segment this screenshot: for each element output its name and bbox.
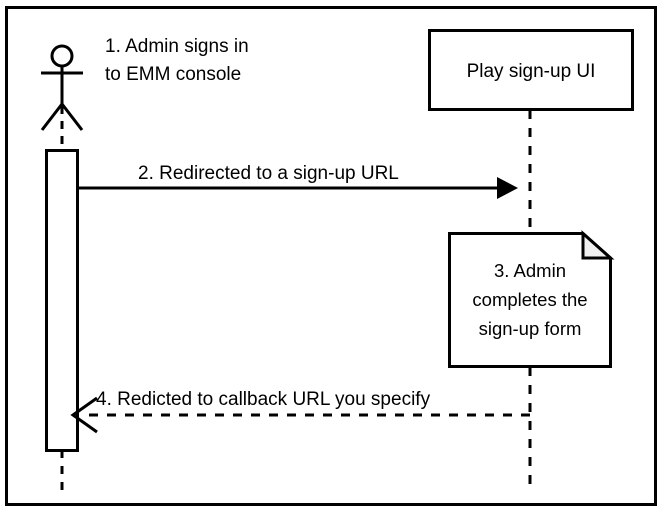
participant-box xyxy=(428,29,634,111)
message-4-arrowhead-icon xyxy=(70,396,98,434)
note-label-line2: completes the xyxy=(472,289,587,310)
note-label-line1: 3. Admin xyxy=(494,260,566,281)
actor-admin[interactable] xyxy=(40,44,84,131)
message-2-arrow: 2. Redirected to a sign-up URL xyxy=(78,163,518,199)
actor-leg-right-icon xyxy=(60,103,84,131)
message-4-arrow: 4. Redicted to callback URL you specify xyxy=(70,389,530,434)
note-fold-icon xyxy=(581,230,615,260)
message-2-arrowhead-icon xyxy=(497,177,518,199)
note-body xyxy=(448,232,612,368)
actor-leg-left-icon xyxy=(40,103,64,131)
participant-label: Play sign-up UI xyxy=(467,61,596,82)
actor-head-icon xyxy=(50,44,74,68)
message-1-annotation: 1. Admin signs in to EMM console xyxy=(105,36,249,85)
note-label-line3: sign-up form xyxy=(479,318,582,339)
message-1-label-line1: 1. Admin signs in xyxy=(105,36,249,57)
message-1-label-line2: to EMM console xyxy=(105,64,241,85)
message-4-label: 4. Redicted to callback URL you specify xyxy=(96,389,431,410)
activation-bar-admin xyxy=(45,149,79,452)
message-2-label: 2. Redirected to a sign-up URL xyxy=(138,163,399,184)
participant-play-signup-ui[interactable]: Play sign-up UI xyxy=(428,29,634,111)
message-3-note[interactable]: 3. Admin completes the sign-up form xyxy=(448,230,615,368)
